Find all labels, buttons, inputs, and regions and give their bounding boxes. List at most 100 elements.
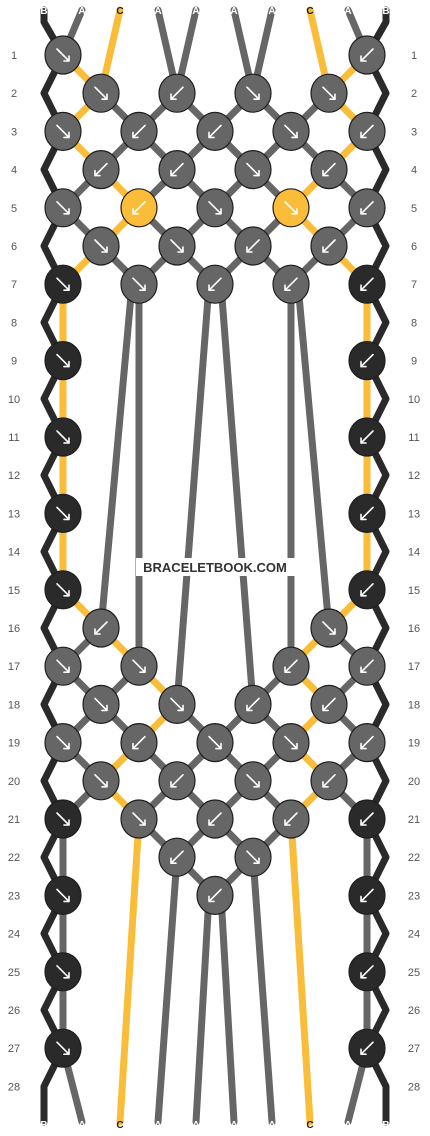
knot[interactable] — [44, 417, 82, 457]
knot[interactable] — [196, 111, 234, 151]
knot[interactable] — [120, 188, 158, 228]
arrow-down-left-icon — [170, 162, 184, 177]
arrow-down-left-icon — [170, 850, 184, 864]
knot[interactable] — [44, 493, 82, 534]
knot[interactable] — [310, 761, 348, 801]
knot[interactable] — [348, 1028, 386, 1068]
knot[interactable] — [120, 646, 158, 686]
knot[interactable] — [44, 341, 82, 381]
knot[interactable] — [44, 264, 82, 304]
knot[interactable] — [272, 188, 310, 228]
row-number-left: 20 — [8, 776, 20, 788]
row-number-right: 16 — [408, 623, 420, 635]
arrow-down-left-icon — [322, 697, 336, 712]
knot[interactable] — [44, 875, 82, 916]
knot[interactable] — [44, 646, 82, 686]
arrow-down-right-icon — [56, 965, 70, 979]
knot[interactable] — [82, 150, 120, 190]
knot[interactable] — [348, 875, 386, 916]
row-number-right: 5 — [411, 203, 417, 215]
string-label-top: A — [192, 6, 199, 17]
row-number-right: 24 — [408, 929, 420, 941]
knot[interactable] — [234, 73, 272, 113]
knot[interactable] — [348, 570, 386, 610]
knot[interactable] — [234, 684, 272, 725]
arrow-down-left-icon — [360, 201, 374, 215]
knot[interactable] — [44, 799, 82, 839]
knot[interactable] — [158, 73, 196, 113]
knot[interactable] — [158, 150, 196, 190]
knot[interactable] — [196, 722, 234, 763]
knot[interactable] — [44, 952, 82, 992]
arrow-down-left-icon — [246, 239, 260, 253]
knot[interactable] — [158, 837, 196, 877]
knot[interactable] — [82, 761, 120, 801]
knot[interactable] — [44, 1028, 82, 1068]
knot[interactable] — [82, 73, 120, 113]
knot[interactable] — [120, 111, 158, 151]
string-label-bottom: B — [40, 1120, 47, 1131]
knot[interactable] — [158, 684, 196, 725]
knot[interactable] — [120, 722, 158, 763]
knot[interactable] — [348, 722, 386, 763]
knot[interactable] — [196, 188, 234, 228]
knot[interactable] — [196, 799, 234, 839]
knot[interactable] — [82, 226, 120, 266]
knot[interactable] — [272, 264, 310, 304]
row-number-left: 19 — [8, 738, 20, 750]
knot[interactable] — [348, 799, 386, 839]
arrow-down-right-icon — [94, 239, 108, 253]
knot[interactable] — [272, 646, 310, 686]
knot[interactable] — [348, 493, 386, 534]
knot[interactable] — [348, 188, 386, 228]
arrow-down-left-icon — [360, 48, 374, 62]
knot[interactable] — [234, 837, 272, 877]
arrow-down-left-icon — [284, 812, 298, 826]
knot[interactable] — [272, 799, 310, 839]
row-number-right: 18 — [408, 699, 420, 711]
knot[interactable] — [120, 799, 158, 839]
knot[interactable] — [348, 417, 386, 457]
row-number-right: 1 — [411, 50, 417, 62]
arrow-down-right-icon — [284, 124, 298, 139]
row-number-right: 26 — [408, 1005, 420, 1017]
arrow-down-right-icon — [246, 850, 260, 864]
knot[interactable] — [196, 875, 234, 916]
knot[interactable] — [44, 722, 82, 763]
knot[interactable] — [158, 226, 196, 266]
knot[interactable] — [234, 150, 272, 190]
knot[interactable] — [234, 761, 272, 801]
knot[interactable] — [348, 264, 386, 304]
knot[interactable] — [348, 341, 386, 381]
string-label-bottom: A — [192, 1120, 199, 1131]
knot[interactable] — [196, 264, 234, 304]
string-label-top: B — [382, 6, 389, 17]
outer-thread-left — [40, 6, 67, 1126]
knot[interactable] — [310, 684, 348, 725]
knot[interactable] — [348, 111, 386, 151]
knot[interactable] — [272, 111, 310, 151]
arrow-down-left-icon — [94, 621, 108, 635]
knot[interactable] — [310, 226, 348, 266]
knot[interactable] — [348, 952, 386, 992]
knot[interactable] — [120, 264, 158, 304]
knot[interactable] — [82, 684, 120, 725]
knot[interactable] — [44, 570, 82, 610]
knot[interactable] — [348, 646, 386, 686]
knot[interactable] — [310, 150, 348, 190]
row-number-right: 4 — [411, 165, 417, 177]
knot[interactable] — [348, 35, 386, 75]
arrow-down-left-icon — [360, 659, 374, 673]
row-number-left: 25 — [8, 967, 20, 979]
knot[interactable] — [158, 761, 196, 801]
knot[interactable] — [44, 111, 82, 151]
knot[interactable] — [82, 608, 120, 648]
knot[interactable] — [44, 188, 82, 228]
knot[interactable] — [310, 608, 348, 648]
knot[interactable] — [272, 722, 310, 763]
knot[interactable] — [310, 73, 348, 113]
knot[interactable] — [44, 35, 82, 75]
arrow-down-left-icon — [170, 86, 184, 100]
knot[interactable] — [234, 226, 272, 266]
row-number-right: 11 — [408, 432, 419, 444]
